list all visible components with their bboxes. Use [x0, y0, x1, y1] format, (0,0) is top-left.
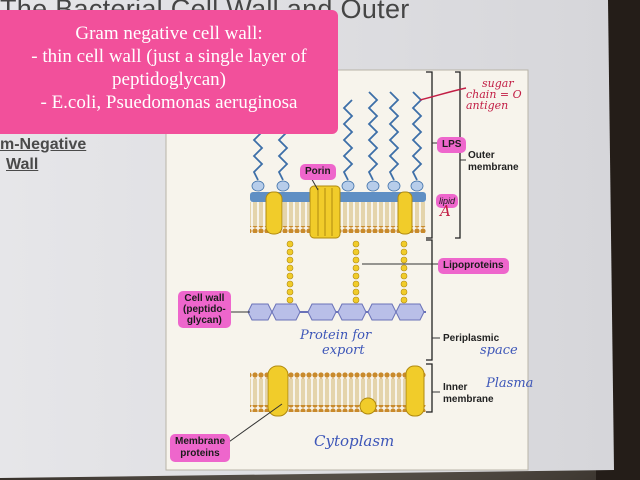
sugar-chain-note-line: antigen [466, 99, 509, 112]
periplasm-bracket [426, 239, 433, 361]
lps-bracket [455, 71, 461, 239]
lipid-a-letter: A [440, 202, 451, 220]
lps-chain [277, 131, 289, 181]
lipoprotein-chains [286, 240, 408, 304]
callout-line: - thin cell wall (just a single layer of [31, 46, 307, 67]
lps-chain [367, 91, 379, 181]
protein-export-note: Protein for export [300, 328, 371, 358]
membrane-proteins-tag-line: proteins [180, 448, 220, 459]
lps-tag: LPS [437, 137, 467, 153]
membrane-proteins-tag-line: Membrane [175, 436, 226, 447]
sugar-chain-note: sugar chain = O antigen [466, 78, 522, 111]
inner-membrane-label-line: Inner [443, 382, 468, 393]
lps-core-sugars [251, 180, 424, 192]
lipoproteins-tag: Lipoproteins [438, 258, 509, 274]
protein-export-note-line: Protein for [300, 328, 372, 343]
sugar-chain-note-line: chain = O [466, 88, 522, 101]
membrane-proteins-tag: Membrane proteins [170, 434, 231, 462]
cell-wall-tag-line: (peptido- [183, 304, 226, 315]
inner-membrane-label-line: membrane [443, 394, 494, 405]
callout-line: - E.coli, Psuedomonas aeruginosa [40, 92, 298, 113]
plasma-note: Plasma [486, 376, 534, 391]
summary-callout: Gram negative cell wall: - thin cell wal… [0, 10, 338, 134]
outer-membrane-proteins [265, 191, 413, 235]
inner-membrane-label: Inner membrane [443, 382, 494, 406]
space-note: space [480, 343, 518, 358]
protein-export-note-line: export [322, 343, 365, 358]
sugar-chain-annotation-line [419, 87, 467, 101]
outer-membrane-bracket [426, 71, 433, 239]
periplasmic-label: Periplasmic [443, 333, 500, 344]
section-subheading-cont: Wall [6, 156, 39, 173]
inner-membrane-bracket [426, 363, 433, 413]
cytoplasm-note: Cytoplasm [314, 432, 395, 450]
outer-membrane-label-line: Outer [468, 150, 495, 161]
cell-wall-tag-line: Cell wall [184, 293, 225, 304]
lps-chain [342, 99, 354, 181]
layer-brackets [426, 71, 461, 413]
porin-protein [309, 185, 341, 239]
lps-chains [252, 91, 423, 181]
porin-tag: Porin [300, 164, 336, 180]
sugar-chain-note-line: sugar [482, 77, 514, 90]
lipid-tag: lipid [436, 194, 459, 208]
outer-membrane-label: Outer membrane [468, 150, 519, 174]
callout-line: peptidoglycan) [112, 69, 226, 90]
section-subheading: m-Negative [0, 136, 87, 153]
lps-chain [388, 91, 400, 181]
inner-membrane-proteins [267, 365, 425, 417]
peptidoglycan-layer [247, 303, 426, 321]
callout-line: Gram negative cell wall: [75, 23, 263, 44]
cell-wall-tag: Cell wall (peptido- glycan) [178, 291, 231, 328]
cell-wall-tag-line: glycan) [186, 315, 222, 326]
lps-chain [411, 91, 423, 181]
outer-membrane-label-line: membrane [468, 162, 519, 173]
